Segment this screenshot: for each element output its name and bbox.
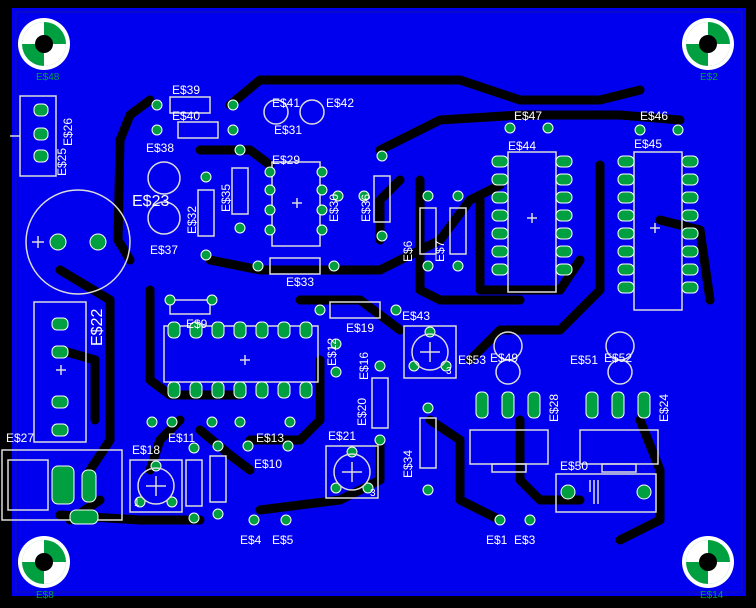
label-e19: E$19 — [346, 321, 374, 335]
label-e47: E$47 — [514, 109, 542, 123]
label-e46: E$46 — [640, 109, 668, 123]
label-e37: E$37 — [150, 243, 178, 257]
label-e26: E$26 — [61, 118, 75, 146]
label-e11: E$11 — [168, 431, 195, 445]
label-e14: E$14 — [700, 590, 724, 601]
trimmer-e43-outline — [403, 325, 457, 379]
label-e22: E$22 — [89, 309, 106, 346]
label-e41: E$41 — [272, 96, 300, 110]
label-e12: E$12 — [325, 338, 339, 366]
label-e40: E$40 — [172, 109, 200, 123]
label-e35: E$35 — [219, 184, 233, 212]
axial-components — [169, 96, 467, 507]
label-e30: E$30 — [327, 194, 341, 222]
label-e23: E$23 — [132, 193, 169, 210]
label-e13: E$13 — [256, 431, 284, 445]
component-labels: E$39 E$40 E$41 E$42 E$31 E$38 E$29 E$23 … — [6, 72, 724, 601]
trimmer-e18-outline — [129, 459, 183, 513]
label-e33: E$33 — [286, 275, 314, 289]
label-e32: E$32 — [185, 206, 199, 234]
label-e16: E$16 — [357, 352, 371, 380]
label-e24: E$24 — [657, 394, 671, 422]
label-e20: E$20 — [355, 398, 369, 426]
pads — [33, 99, 699, 526]
label-e53: E$53 — [458, 353, 486, 367]
small-components — [147, 99, 635, 504]
label-e31: E$31 — [274, 123, 302, 137]
trimmer-knobs — [137, 333, 449, 505]
label-e10: E$10 — [254, 457, 282, 471]
label-e7: E$7 — [433, 240, 447, 262]
silkscreen — [1, 95, 683, 521]
trimmer-pin-1: 1 — [134, 498, 140, 509]
label-e8: E$8 — [36, 590, 54, 601]
trimmer-e21-outline — [325, 445, 379, 499]
power-jack-outline — [1, 449, 123, 521]
label-e2: E$2 — [700, 72, 718, 83]
label-e4: E$4 — [240, 533, 262, 547]
label-e39: E$39 — [172, 83, 200, 97]
label-e45: E$45 — [634, 137, 662, 151]
label-e27: E$27 — [6, 431, 34, 445]
label-e1: E$1 — [486, 533, 508, 547]
label-e49: E$49 — [490, 351, 518, 365]
trimmer-pin-3: 3 — [446, 366, 452, 377]
label-e21: E$21 — [328, 429, 356, 443]
label-e44: E$44 — [508, 139, 536, 153]
label-e29: E$29 — [272, 153, 300, 167]
label-e5: E$5 — [272, 533, 294, 547]
label-e48: E$48 — [36, 72, 60, 83]
label-e50: E$50 — [560, 459, 588, 473]
mounting-holes — [18, 18, 734, 588]
label-e38: E$38 — [146, 141, 174, 155]
trimmer-pin-3b: 3 — [370, 488, 376, 499]
label-e34: E$34 — [401, 450, 415, 478]
label-e18: E$18 — [132, 443, 160, 457]
label-e42: E$42 — [326, 96, 354, 110]
label-e3: E$3 — [514, 533, 536, 547]
electrolytic-capacitor — [25, 189, 131, 295]
label-e9: E$9 — [186, 317, 208, 331]
bridge-rectifier-outline — [33, 301, 87, 443]
label-e52: E$52 — [604, 351, 632, 365]
label-e28: E$28 — [547, 394, 561, 422]
label-e51: E$51 — [570, 353, 598, 367]
label-e43: E$43 — [402, 309, 430, 323]
film-capacitor-e50-outline — [555, 473, 657, 513]
label-e25: E$25 — [55, 148, 69, 176]
ic-16pin-top-outline — [507, 151, 557, 293]
label-e36: E$36 — [359, 194, 373, 222]
label-e6: E$6 — [401, 240, 415, 262]
traces — [55, 75, 715, 545]
ic-8pin-outline — [271, 161, 321, 247]
